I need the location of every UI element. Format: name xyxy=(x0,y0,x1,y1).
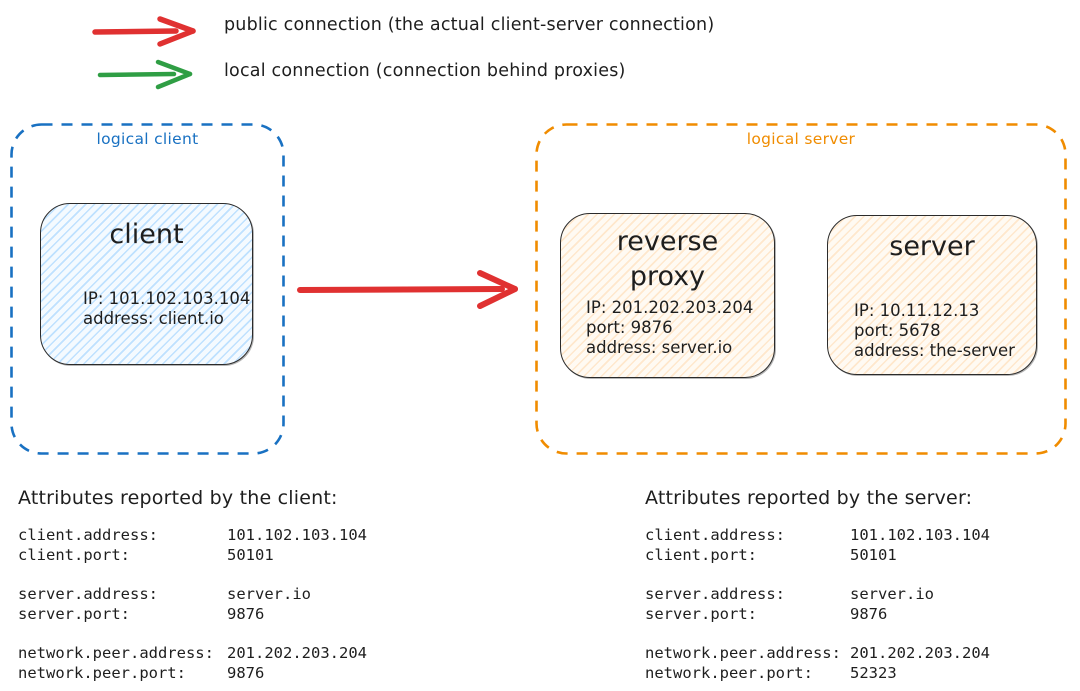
table-row: server.port: 9876 xyxy=(645,605,990,625)
table-row: server.address: server.io xyxy=(18,585,367,605)
reverse-proxy-node-title: reverse proxy xyxy=(616,226,719,292)
server-attributes-section: Attributes reported by the server: clien… xyxy=(645,487,1065,682)
server-node-title: server xyxy=(889,231,975,262)
client-attributes-list: client.address: 101.102.103.104 client.po… xyxy=(18,526,367,691)
attr-key: network.peer.address: xyxy=(18,644,214,662)
server-address: address: the-server xyxy=(854,341,1015,360)
logical-client-frame xyxy=(10,123,285,455)
server-node: server IP: 10.11.12.13 port: 5678 addres… xyxy=(827,215,1037,375)
attr-value: 101.102.103.104 xyxy=(850,526,990,544)
server-node-details: IP: 10.11.12.13 port: 5678 address: the-… xyxy=(854,301,1015,361)
attr-value: 201.202.203.204 xyxy=(850,644,990,662)
table-row: network.peer.port: 52323 xyxy=(645,664,990,684)
table-row: client.port: 50101 xyxy=(18,546,367,566)
client-ip: IP: 101.102.103.104 xyxy=(83,289,251,308)
local-connection-arrow-icon xyxy=(97,59,193,90)
attr-value: server.io xyxy=(227,585,311,603)
attr-value: 101.102.103.104 xyxy=(227,526,367,544)
attr-key: server.port: xyxy=(18,604,130,623)
client-node: client IP: 101.102.103.104 address: clie… xyxy=(40,203,253,365)
attr-value: 201.202.203.204 xyxy=(227,644,367,662)
client-address: address: client.io xyxy=(83,309,224,328)
reverse-proxy-address: address: server.io xyxy=(586,338,733,357)
logical-client-group: logical client client IP: 101.102.103.10… xyxy=(10,123,285,455)
table-row: server.address: server.io xyxy=(645,585,990,605)
attr-value: server.io xyxy=(850,585,934,603)
reverse-proxy-node: reverse proxy IP: 201.202.203.204 port: … xyxy=(560,213,775,378)
server-ip: IP: 10.11.12.13 xyxy=(854,301,980,320)
attr-group: network.peer.address: 201.202.203.204 net… xyxy=(18,644,367,683)
attr-key: client.port: xyxy=(645,545,757,564)
attr-value: 9876 xyxy=(850,604,888,623)
server-attributes-heading: Attributes reported by the server: xyxy=(645,487,973,509)
table-row: client.port: 50101 xyxy=(645,546,990,566)
attr-key: server.address: xyxy=(18,585,158,603)
attr-value: 50101 xyxy=(227,545,274,564)
logical-client-label: logical client xyxy=(96,130,199,148)
server-attributes-list: client.address: 101.102.103.104 client.po… xyxy=(645,526,990,691)
logical-server-frame xyxy=(535,123,1067,455)
client-to-server-arrow-icon xyxy=(297,270,518,309)
logical-server-label: logical server xyxy=(746,130,856,148)
attr-value: 52323 xyxy=(850,663,897,682)
public-connection-arrow-icon xyxy=(92,16,196,47)
attr-value: 9876 xyxy=(227,604,265,623)
attr-key: server.address: xyxy=(645,585,785,603)
attr-key: client.address: xyxy=(18,526,158,544)
attr-group: client.address: 101.102.103.104 client.po… xyxy=(18,526,367,565)
table-row: network.peer.port: 9876 xyxy=(18,664,367,684)
attr-group: network.peer.address: 201.202.203.204 net… xyxy=(645,644,990,683)
attr-key: client.port: xyxy=(18,545,130,564)
attr-key: server.port: xyxy=(645,604,757,623)
attr-key: network.peer.address: xyxy=(645,644,841,662)
local-connection-label: local connection (connection behind prox… xyxy=(224,61,626,81)
attr-key: network.peer.port: xyxy=(18,663,186,682)
attr-group: server.address: server.io server.port: 987… xyxy=(18,585,367,624)
reverse-proxy-node-details: IP: 201.202.203.204 port: 9876 address: … xyxy=(586,298,753,358)
client-node-details: IP: 101.102.103.104 address: client.io xyxy=(83,289,250,329)
public-connection-label: public connection (the actual client-ser… xyxy=(224,15,715,35)
client-attributes-section: Attributes reported by the client: clien… xyxy=(18,487,438,682)
attr-key: network.peer.port: xyxy=(645,663,813,682)
attr-value: 50101 xyxy=(850,545,897,564)
server-port: port: 5678 xyxy=(854,321,941,340)
reverse-proxy-port: port: 9876 xyxy=(586,318,673,337)
attr-group: client.address: 101.102.103.104 client.po… xyxy=(645,526,990,565)
reverse-proxy-ip: IP: 201.202.203.204 xyxy=(586,298,754,317)
table-row: network.peer.address: 201.202.203.204 xyxy=(645,644,990,664)
table-row: client.address: 101.102.103.104 xyxy=(18,526,367,546)
logical-server-group: logical server reverse proxy IP: 201.202… xyxy=(535,123,1067,455)
attr-key: client.address: xyxy=(645,526,785,544)
table-row: client.address: 101.102.103.104 xyxy=(645,526,990,546)
table-row: server.port: 9876 xyxy=(18,605,367,625)
client-attributes-heading: Attributes reported by the client: xyxy=(18,487,338,509)
table-row: network.peer.address: 201.202.203.204 xyxy=(18,644,367,664)
attr-value: 9876 xyxy=(227,663,265,682)
client-node-title: client xyxy=(109,219,184,250)
attr-group: server.address: server.io server.port: 987… xyxy=(645,585,990,624)
